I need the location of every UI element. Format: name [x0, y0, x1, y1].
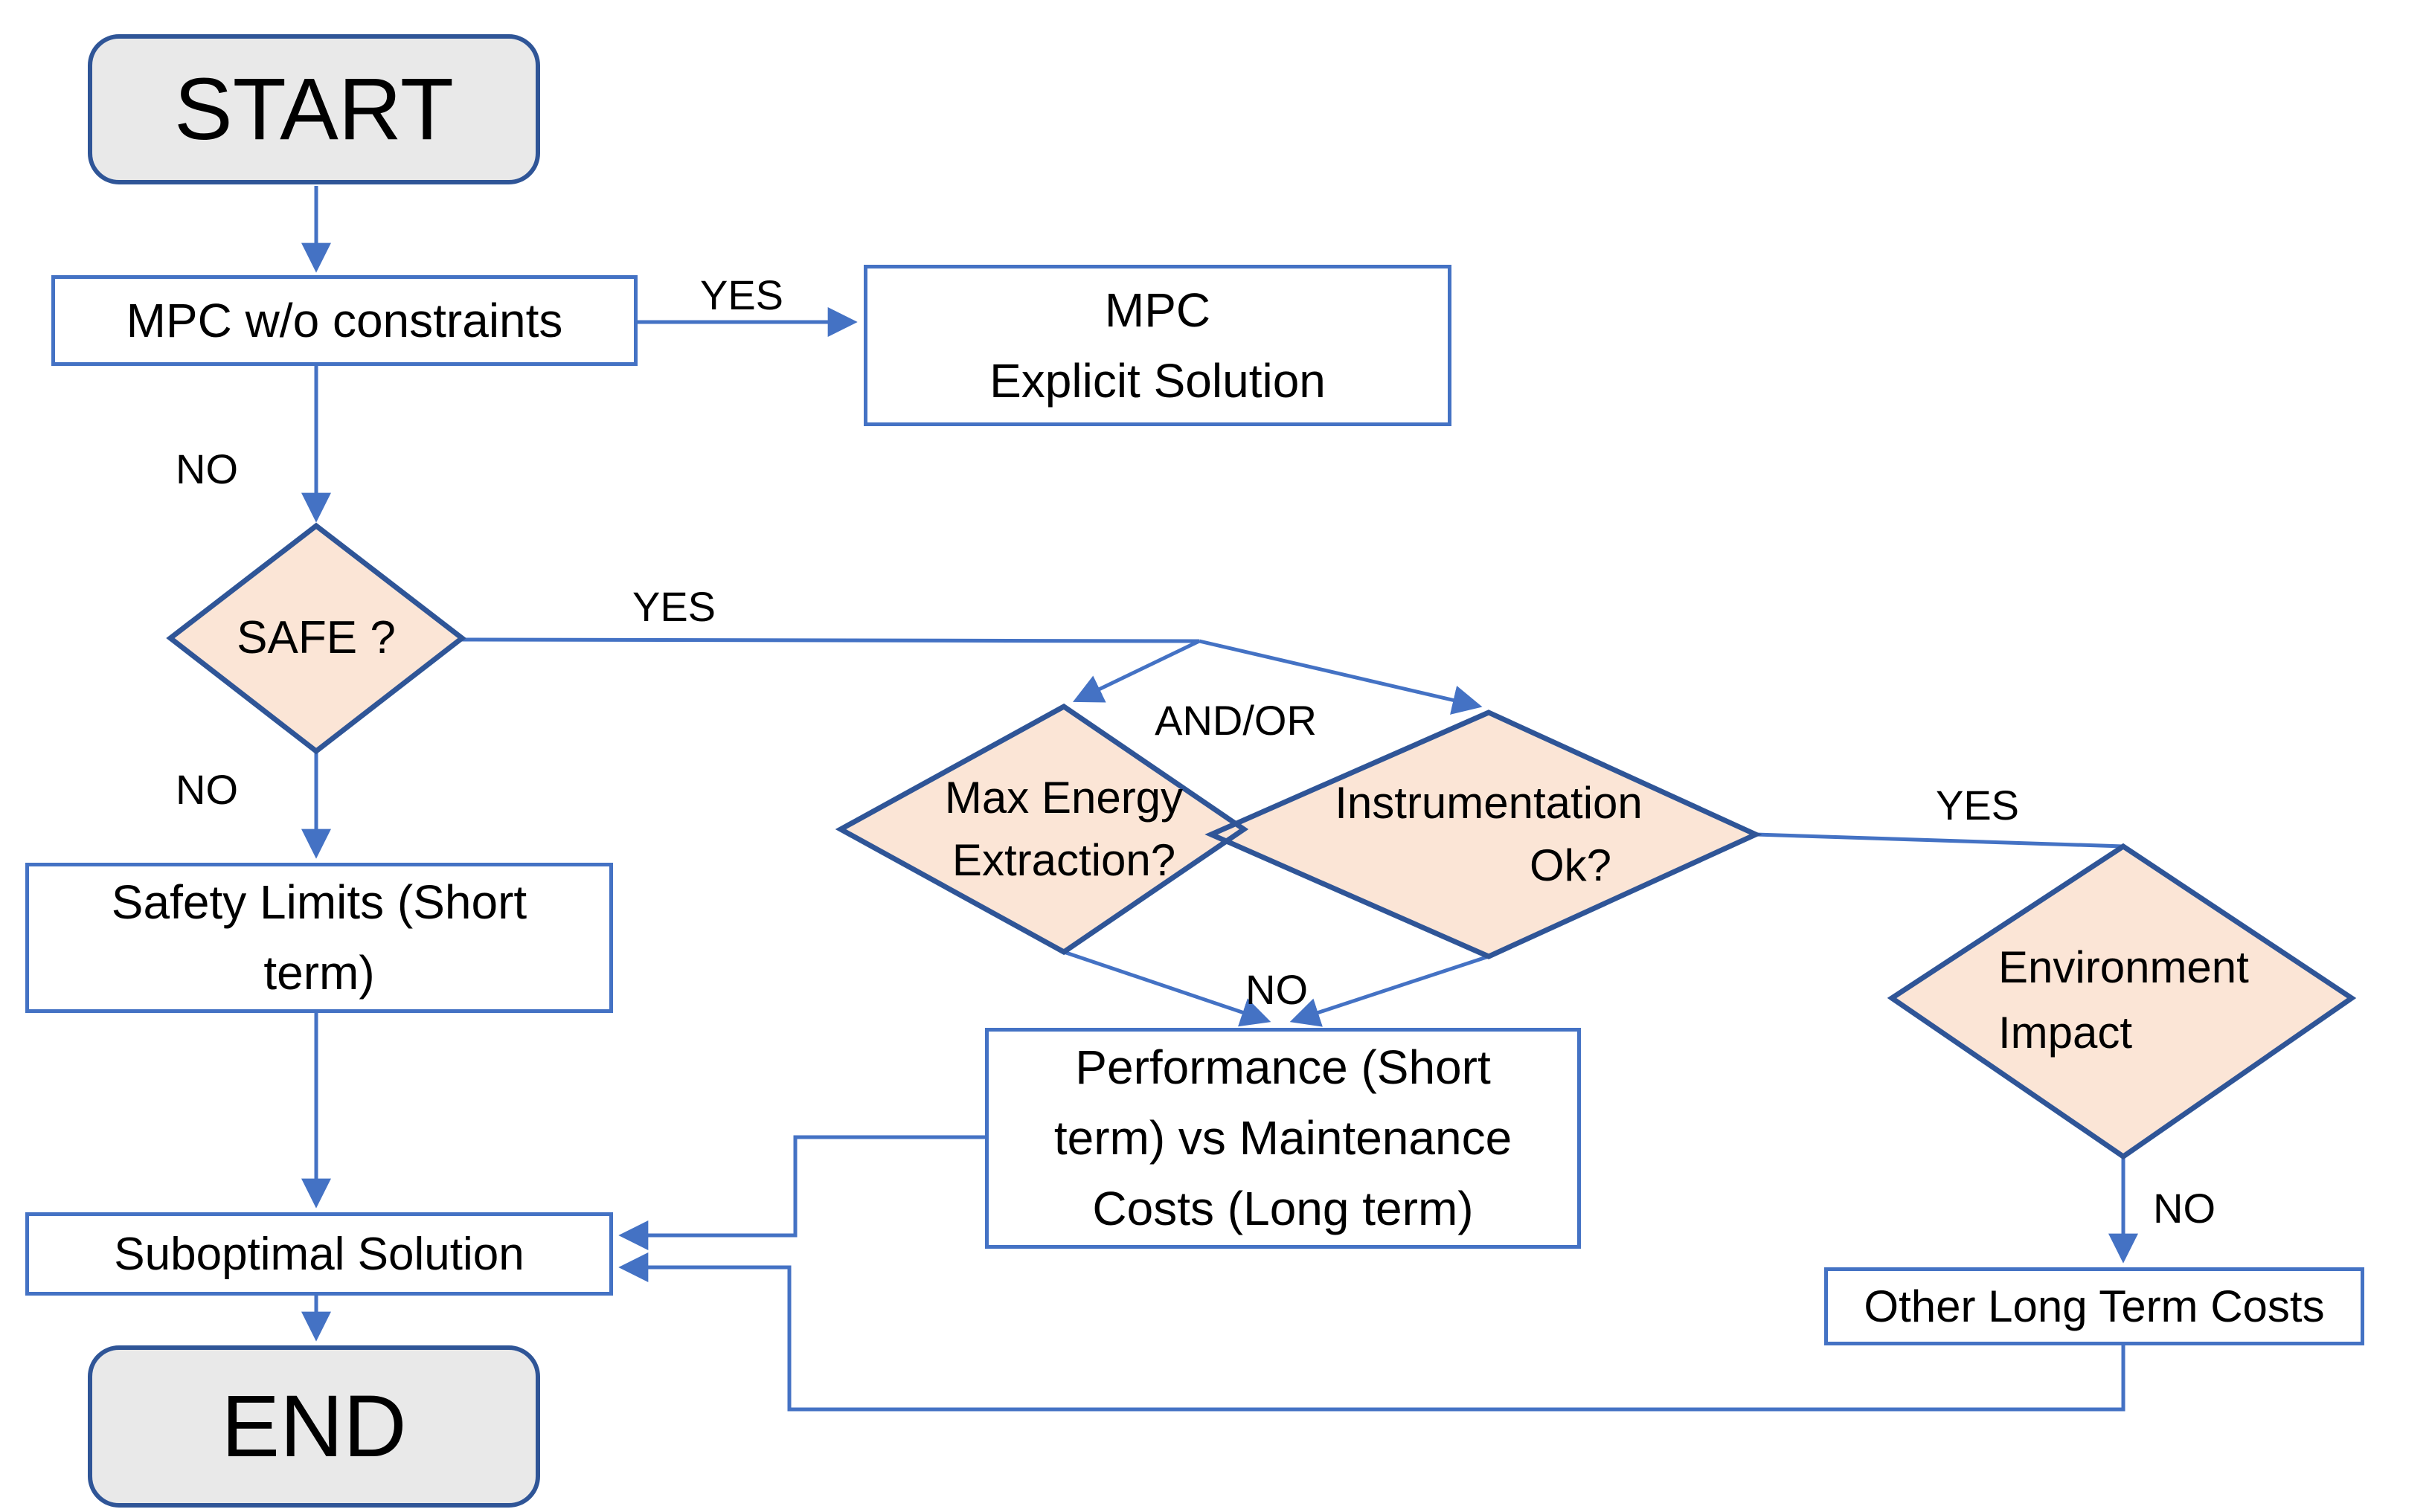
node-other-long-term-costs: Other Long Term Costs [1824, 1267, 2364, 1345]
edge-label-yes-mpc-explicit: YES [699, 271, 784, 318]
instrumentation-diamond-border [1204, 710, 1762, 959]
node-instrumentation-ok: Instrumentation Ok? [1257, 766, 1720, 903]
node-suboptimal-solution-label: Suboptimal Solution [114, 1228, 524, 1280]
node-mpc-explicit-line1: MPC [1104, 283, 1211, 337]
max-energy-diamond-shape [841, 707, 1244, 952]
edge-label-yes-instrumentation-environment: YES [1935, 781, 2020, 829]
edge-safe-yes-trunk [461, 637, 1200, 643]
node-max-energy-line2: Extraction? [952, 835, 1176, 885]
node-safety-limits-line1: Safety Limits (Short [111, 875, 527, 929]
node-end-label: END [221, 1377, 407, 1476]
node-performance-line2: term) vs Maintenance [1053, 1111, 1512, 1165]
node-environment-line1: Environment [1998, 942, 2249, 992]
node-max-energy-extraction: Max Energy Extraction? [859, 760, 1268, 898]
edge-other-costs-loop-to-suboptimal [618, 1252, 2125, 1412]
edge-label-no-mpc-safe: NO [176, 445, 238, 492]
edge-performance-loop-to-suboptimal [618, 1135, 985, 1250]
node-start-label: START [174, 60, 454, 158]
node-safety-limits: Safety Limits (Short term) [25, 863, 613, 1013]
max-energy-diamond-border [835, 703, 1249, 956]
node-environment-impact: Environment Impact [1998, 931, 2326, 1069]
edge-instrumentation-to-environment [1755, 832, 2124, 849]
node-instrumentation-line1: Instrumentation [1335, 778, 1643, 828]
edge-label-no-environment-other: NO [2153, 1184, 2216, 1232]
node-start: START [88, 34, 540, 184]
node-performance-line3: Costs (Long term) [1092, 1182, 1474, 1235]
edge-label-and-or: AND/OR [1155, 696, 1317, 744]
edge-fan-to-max-energy [1072, 639, 1201, 703]
safe-diamond-border [166, 522, 466, 755]
node-mpc-explicit-line2: Explicit Solution [989, 353, 1326, 408]
node-performance-line1: Performance (Short [1075, 1040, 1491, 1094]
node-other-long-term-costs-label: Other Long Term Costs [1864, 1281, 2325, 1331]
environment-diamond-border [1887, 843, 2357, 1160]
node-mpc-wo-constraints: MPC w/o constraints [51, 275, 638, 366]
edge-max-energy-to-performance [1063, 950, 1271, 1027]
node-instrumentation-line2: Ok? [1529, 840, 1612, 890]
node-max-energy-line1: Max Energy [944, 773, 1184, 823]
node-safe-question: SAFE ? [170, 589, 462, 687]
edge-instrumentation-to-performance [1289, 954, 1489, 1027]
node-mpc-wo-constraints-label: MPC w/o constraints [126, 293, 563, 347]
edge-label-no-safe-safety: NO [176, 765, 238, 813]
edge-label-no-diamonds-performance: NO [1245, 965, 1308, 1013]
node-end: END [88, 1345, 540, 1508]
node-performance-vs-maintenance: Performance (Short term) vs Maintenance … [985, 1028, 1581, 1249]
node-mpc-explicit-solution: MPC Explicit Solution [864, 265, 1451, 426]
edge-label-yes-safe: YES [632, 582, 716, 630]
node-safety-limits-line2: term) [263, 946, 375, 1000]
node-safe-question-label: SAFE ? [237, 612, 396, 663]
node-environment-line2: Impact [1998, 1008, 2133, 1058]
edge-fan-to-instrumentation [1199, 639, 1483, 715]
node-suboptimal-solution: Suboptimal Solution [25, 1212, 613, 1296]
